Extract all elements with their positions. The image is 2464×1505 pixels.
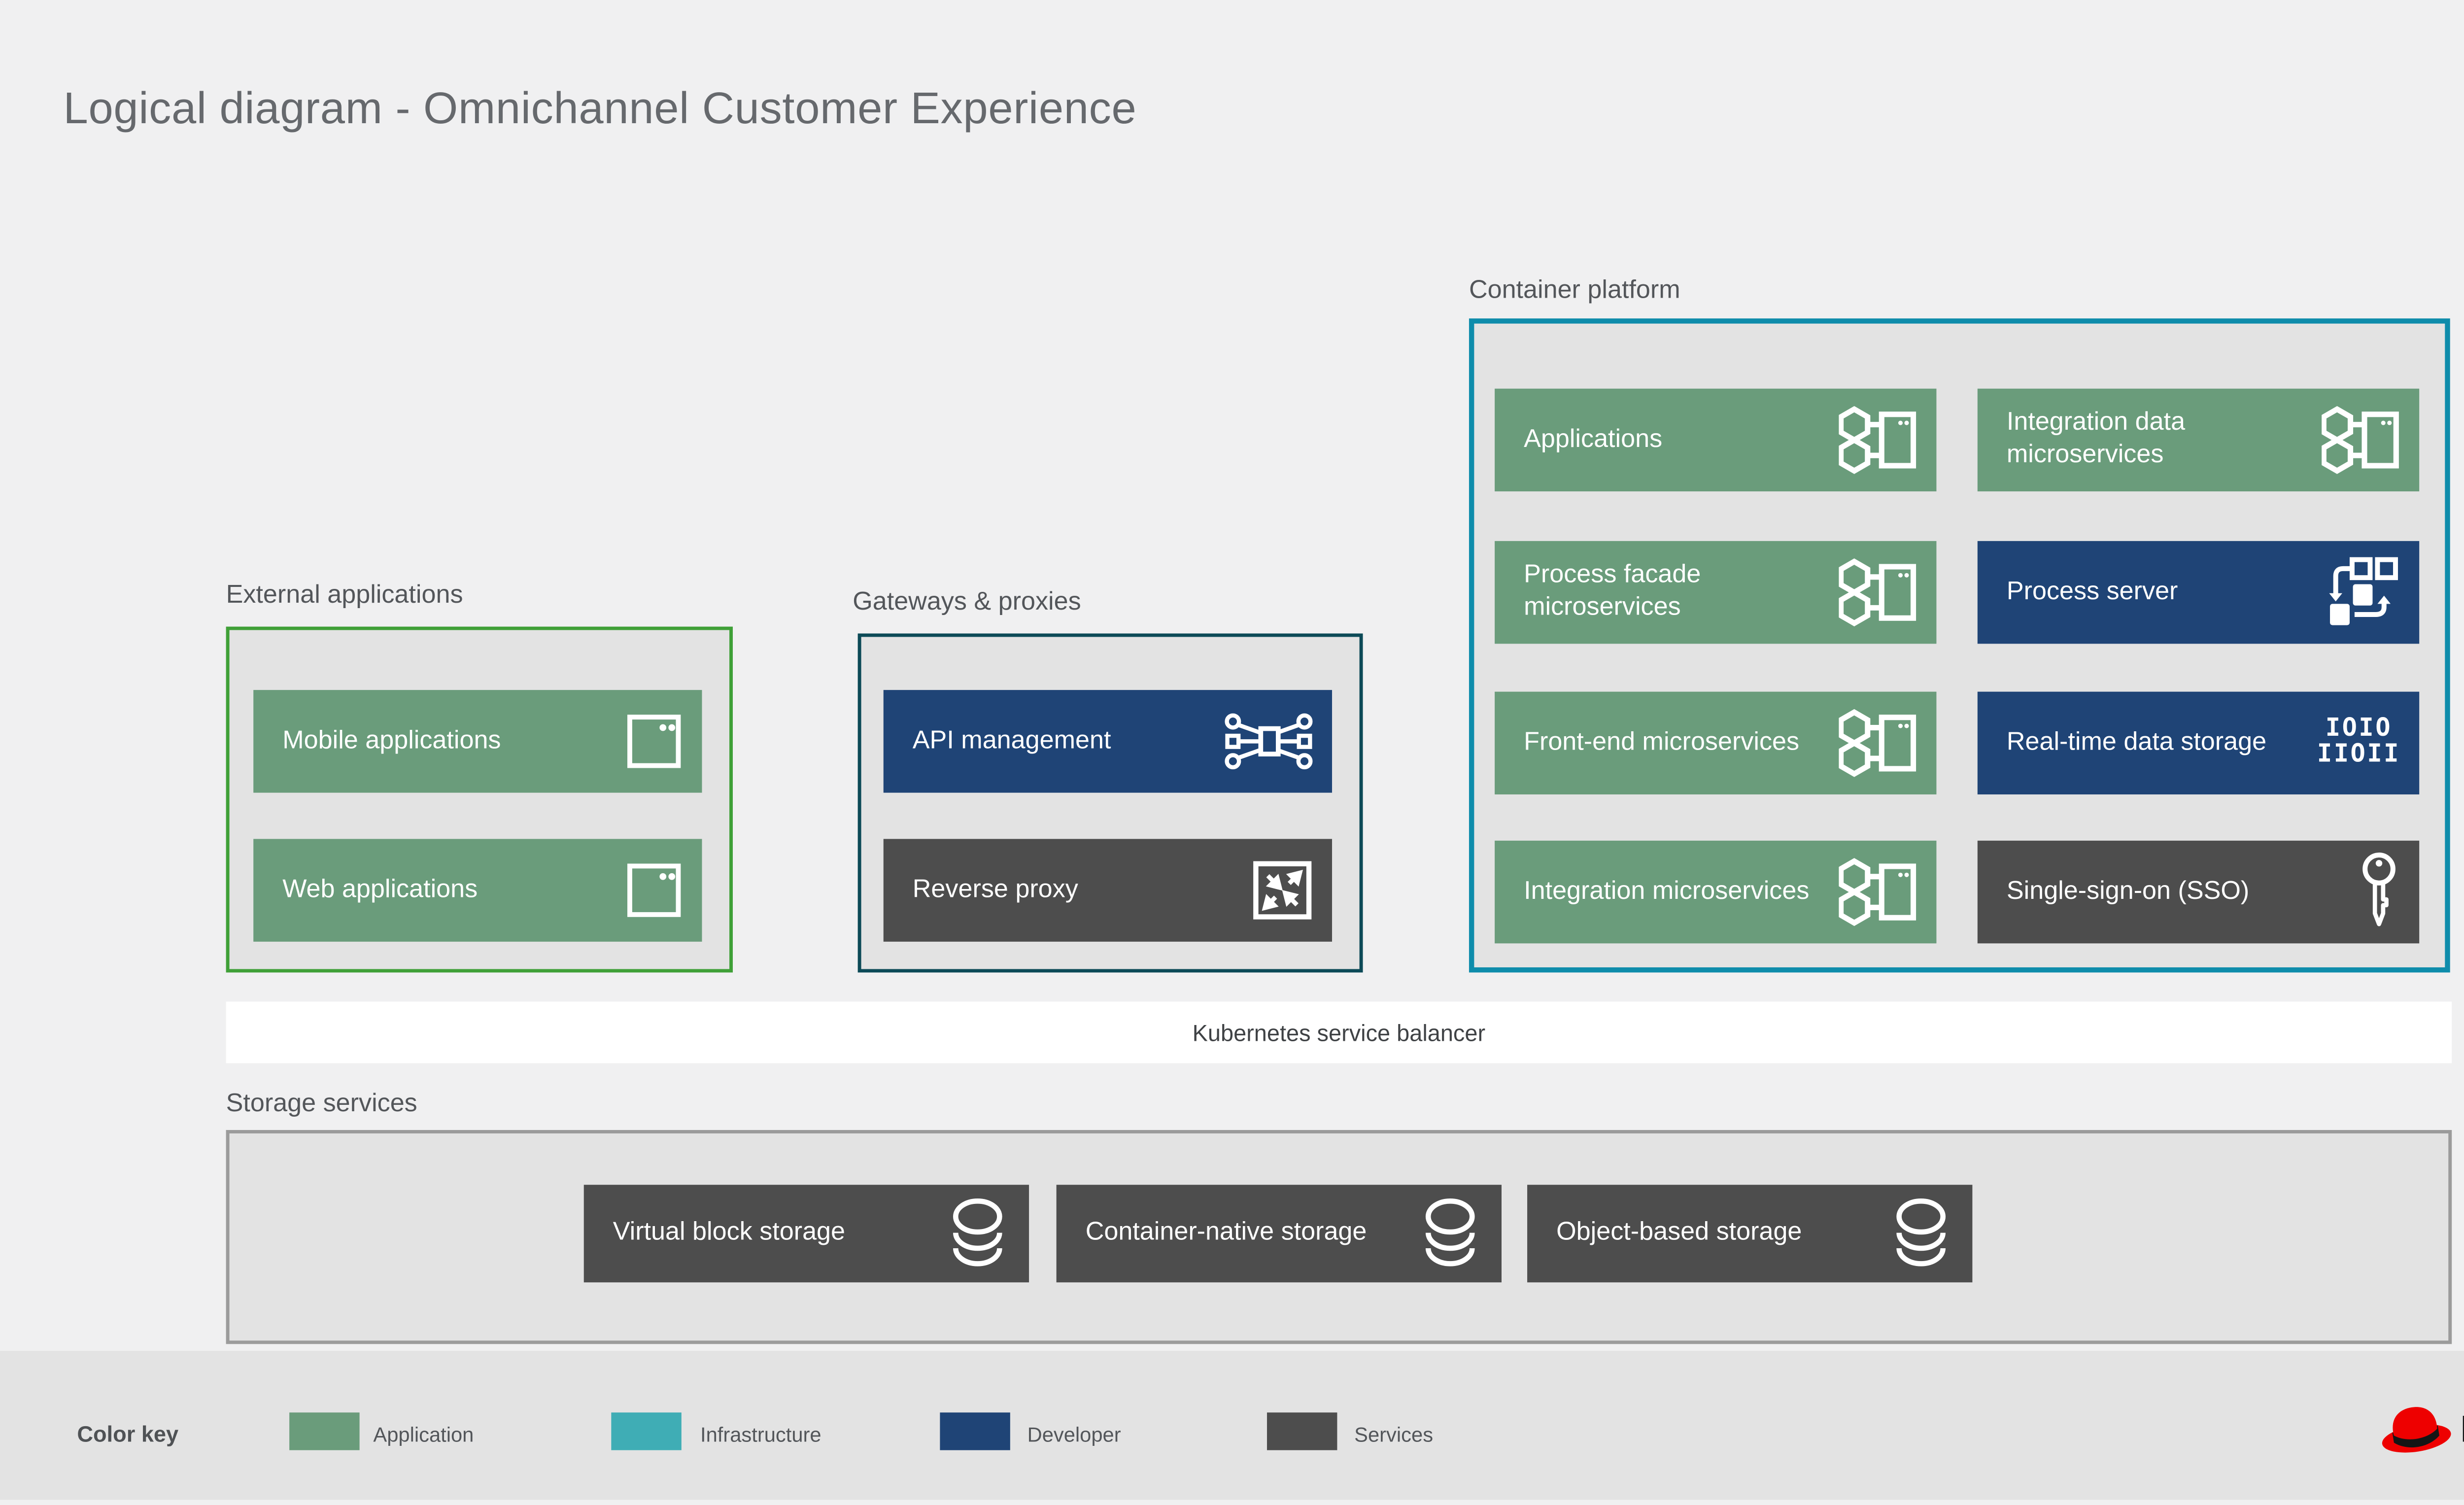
node-label: Integration data microservices (2006, 408, 2186, 469)
binary-icon: IOIO IIOII (2317, 715, 2400, 769)
node-label: Reverse proxy (912, 874, 1078, 904)
node-api-management: API management (883, 690, 1333, 793)
node-label: API management (912, 725, 1111, 754)
database-icon (945, 1196, 1010, 1271)
balancer-label: Kubernetes service balancer (1192, 1019, 1486, 1046)
window-icon (625, 712, 683, 770)
database-icon (1888, 1196, 1953, 1271)
group-label-external-applications: External applications (226, 580, 463, 610)
node-web-applications: Web applications (253, 839, 702, 942)
footer-bottom-strip (0, 1500, 2464, 1505)
database-icon (1418, 1196, 1483, 1271)
reverse-proxy-icon (1252, 859, 1313, 921)
node-label: Real-time data storage (2006, 727, 2267, 756)
microservices-icon (1839, 856, 1917, 928)
node-virtual-block-storage: Virtual block storage (583, 1185, 1029, 1283)
node-object-based-storage: Object-based storage (1527, 1185, 1973, 1283)
node-applications: Applications (1495, 388, 1937, 492)
node-single-sign-on: Single-sign-on (SSO) (1977, 840, 2420, 944)
group-label-storage-services: Storage services (226, 1089, 417, 1118)
legend-label-services: Services (1354, 1423, 1434, 1447)
node-label: Process facade microservices (1524, 560, 1701, 622)
node-label: Front-end microservices (1524, 727, 1800, 756)
node-label: Container-native storage (1085, 1217, 1367, 1247)
page-title: Logical diagram - Omnichannel Customer E… (63, 82, 1137, 134)
node-label: Integration microservices (1524, 876, 1810, 905)
node-real-time-data-storage: Real-time data storage IOIO IIOII (1977, 691, 2420, 795)
red-hat-wordmark: Red Hat (2461, 1407, 2464, 1452)
group-box-gateways-proxies: API management Reverse proxy (857, 633, 1363, 973)
node-label: Single-sign-on (SSO) (2006, 876, 2250, 905)
kubernetes-service-balancer-bar: Kubernetes service balancer (226, 1001, 2452, 1063)
group-label-container-platform: Container platform (1469, 275, 1680, 305)
node-label: Applications (1524, 424, 1663, 453)
key-icon (2358, 851, 2400, 933)
red-hat-fedora-icon (2376, 1399, 2455, 1472)
group-box-container-platform: Applications Integration data microservi… (1469, 318, 2450, 973)
microservices-icon (1839, 404, 1917, 476)
node-label: Mobile applications (282, 725, 501, 754)
microservices-icon (2322, 404, 2400, 476)
node-label: Web applications (282, 874, 478, 904)
node-reverse-proxy: Reverse proxy (883, 839, 1333, 942)
footer-band (0, 1351, 2464, 1500)
process-icon (2325, 555, 2400, 630)
legend-label-developer: Developer (1027, 1423, 1121, 1447)
color-key-title: Color key (77, 1421, 179, 1447)
group-label-gateways-proxies: Gateways & proxies (853, 587, 1081, 616)
group-box-storage-services: Virtual block storage Container-native s… (226, 1130, 2452, 1344)
binary-line-1: IOIO (2325, 715, 2393, 743)
node-integration-microservices: Integration microservices (1495, 840, 1937, 944)
binary-line-2: IIOII (2317, 741, 2400, 769)
api-icon (1224, 712, 1313, 770)
node-process-facade-microservices: Process facade microservices (1495, 541, 1937, 644)
group-box-external-applications: Mobile applications Web applications (226, 626, 733, 973)
window-icon (625, 861, 683, 920)
node-process-server: Process server (1977, 541, 2420, 644)
legend-swatch-developer (940, 1412, 1010, 1450)
legend-swatch-application (289, 1412, 360, 1450)
node-label: Object-based storage (1556, 1217, 1802, 1247)
microservices-icon (1839, 707, 1917, 779)
legend-swatch-infrastructure (611, 1412, 682, 1450)
node-mobile-applications: Mobile applications (253, 690, 702, 793)
node-label: Virtual block storage (613, 1217, 846, 1247)
node-container-native-storage: Container-native storage (1056, 1185, 1502, 1283)
microservices-icon (1839, 556, 1917, 628)
node-integration-data-microservices: Integration data microservices (1977, 388, 2420, 492)
legend-swatch-services (1266, 1412, 1337, 1450)
legend-label-infrastructure: Infrastructure (700, 1423, 821, 1447)
node-label: Process server (2006, 576, 2178, 606)
legend-label-application: Application (373, 1423, 474, 1447)
node-front-end-microservices: Front-end microservices (1495, 691, 1937, 795)
